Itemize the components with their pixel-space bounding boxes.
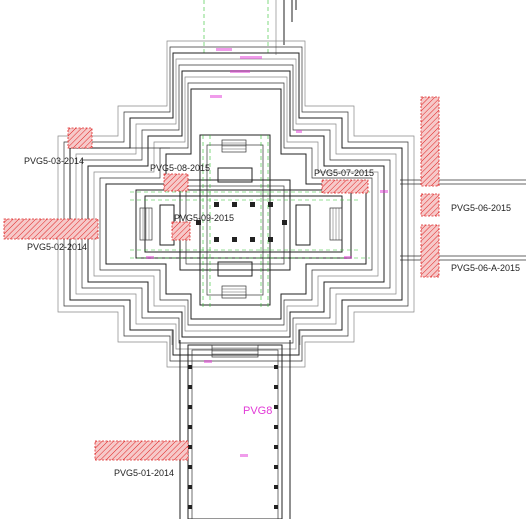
causeway-post <box>274 405 278 409</box>
wall-step <box>81 64 391 344</box>
causeway-post <box>188 405 192 409</box>
zone-label: PVG5-03-2014 <box>24 156 84 166</box>
wall-step <box>63 46 409 362</box>
structure-label: PVG8 <box>243 405 272 417</box>
stepped-walls <box>57 40 415 368</box>
zone-label: PVG5-02-2014 <box>27 242 87 252</box>
causeway-post <box>188 465 192 469</box>
wall-step <box>105 88 367 320</box>
zone-label: PVG5-07-2015 <box>314 168 374 178</box>
causeway-post <box>274 485 278 489</box>
wall-step <box>99 82 373 326</box>
north-corridor <box>203 0 297 55</box>
causeway-post <box>274 505 278 509</box>
zone-09-2015 <box>171 221 191 241</box>
causeway-post <box>274 445 278 449</box>
wall-step <box>87 70 385 338</box>
causeway-post <box>274 365 278 369</box>
causeway-post <box>188 445 192 449</box>
causeway-post <box>274 425 278 429</box>
causeway-post <box>274 385 278 389</box>
zone-08-2015 <box>163 173 189 192</box>
wall-step <box>93 76 379 332</box>
zone-06-2015 <box>420 193 440 217</box>
wall-step <box>75 58 397 350</box>
causeway-post <box>188 505 192 509</box>
excavation-zones <box>3 96 440 461</box>
zone-02-2014 <box>3 218 99 240</box>
zone-label: PVG5-06-A-2015 <box>451 263 520 273</box>
zone-label: PVG5-01-2014 <box>114 468 174 478</box>
grid-lines <box>130 135 370 310</box>
causeway-post <box>188 385 192 389</box>
causeway-post <box>188 365 192 369</box>
annotations <box>146 48 388 457</box>
zone-01-2014 <box>94 440 189 461</box>
zone-label: PVG5-08-2015 <box>150 163 210 173</box>
causeway-post <box>274 465 278 469</box>
causeway-post <box>188 485 192 489</box>
zone-06-a-2015 <box>420 224 440 278</box>
zone-03-2014 <box>67 127 93 149</box>
temple-core <box>135 134 352 306</box>
zone-07-2015 <box>321 179 369 194</box>
south-causeway <box>171 330 301 519</box>
zone-label: PVG5-09-2015 <box>174 213 234 223</box>
wall-step <box>57 40 415 368</box>
causeway-post <box>188 425 192 429</box>
zone-06-2015-upper <box>420 96 440 187</box>
zone-label: PVG5-06-2015 <box>451 203 511 213</box>
